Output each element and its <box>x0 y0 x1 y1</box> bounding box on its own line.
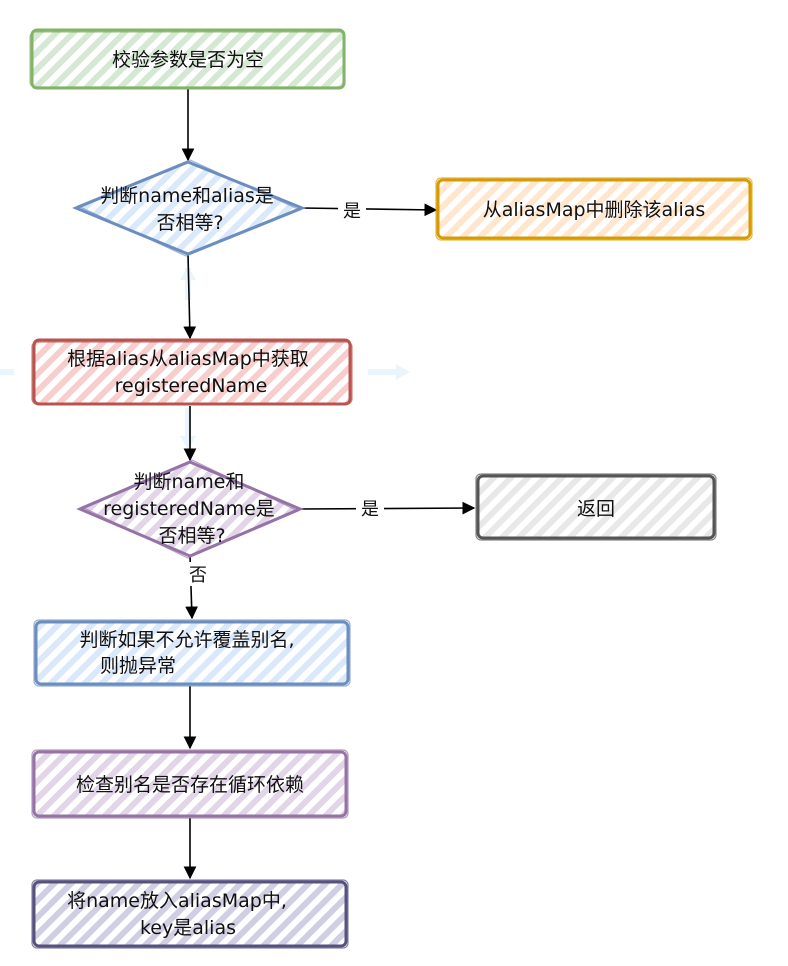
node-validate-label: 校验参数是否为空 <box>112 49 264 71</box>
node-override-check-line-1: 判断如果不允许覆盖别名, <box>79 629 294 651</box>
edge-label-no: 否 <box>189 565 207 586</box>
node-cycle-check-label: 检查别名是否存在循环依赖 <box>76 774 304 796</box>
node-return: 返回 <box>475 473 717 541</box>
node-validate: 校验参数是否为空 <box>29 28 346 90</box>
node-put: 将name放入aliasMap中, key是alias <box>31 879 349 949</box>
node-return-label: 返回 <box>577 498 615 520</box>
node-put-line-2: key是alias <box>140 917 236 939</box>
node-cmp-registered-line-2: registeredName是 <box>103 498 275 520</box>
edge-label-yes-2: 是 <box>361 499 379 520</box>
node-cycle-check: 检查别名是否存在循环依赖 <box>31 749 349 819</box>
connectors <box>181 88 476 880</box>
node-cmp-registered-line-1: 判断name和 <box>134 471 245 493</box>
node-cmp-alias-line-1: 判断name和alias是 <box>100 185 274 207</box>
edge-label-yes-1: 是 <box>343 201 361 222</box>
svg-text:判断name和 registeredName是: 判断name和 registeredName是 否相等? <box>103 471 281 547</box>
node-cmp-alias: 判断name和alias是 否相等? <box>72 159 307 257</box>
node-cmp-alias-line-2: 否相等? <box>156 212 223 234</box>
node-cmp-registered: 判断name和 registeredName是 否相等? <box>76 459 304 559</box>
node-cmp-registered-line-3: 否相等? <box>158 525 225 547</box>
svg-text:判断name和alias是 否相等?: 判断name和alias是 否相等? <box>100 185 280 234</box>
edge-cmp-alias-to-get-registered <box>183 253 197 340</box>
node-remove-label: 从aliasMap中删除该alias <box>483 199 706 221</box>
node-get-registered-line-1: 根据alias从aliasMap中获取 <box>67 348 309 370</box>
edge-cmp-alias-to-remove <box>301 203 438 217</box>
node-put-line-1: 将name放入aliasMap中, <box>67 890 287 912</box>
node-override-check: 判断如果不允许覆盖别名, 则抛异常 <box>33 619 351 687</box>
node-override-check-line-2: 则抛异常 <box>100 655 176 677</box>
svg-text:将name放入aliasMap中, key是al: 将name放入aliasMap中, key是alias <box>67 890 293 939</box>
svg-text:判断如果不允许覆盖别名, 则抛异常: 判断如果不允许覆盖别名, 则抛异常 <box>79 629 300 677</box>
edge-cmp-registered-to-return <box>299 501 476 515</box>
node-get-registered-line-2: registeredName <box>115 375 268 397</box>
node-remove: 从aliasMap中删除该alias <box>435 177 753 241</box>
svg-text:根据alias从aliasMap中获取 regi: 根据alias从aliasMap中获取 registeredName <box>67 348 315 397</box>
node-get-registered: 根据alias从aliasMap中获取 registeredName <box>31 338 353 406</box>
edge-labels: 是 是 否 <box>184 198 384 586</box>
